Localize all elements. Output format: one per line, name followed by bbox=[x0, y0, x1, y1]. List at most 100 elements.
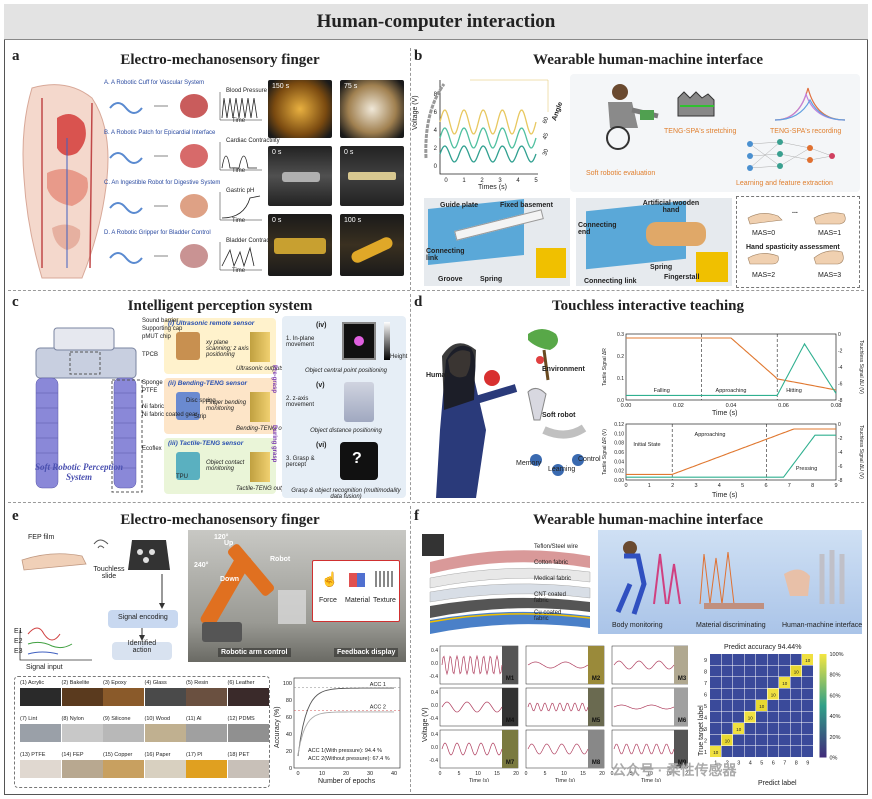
device-2-illustration bbox=[576, 198, 732, 286]
photo-actuator-1: 150 s bbox=[268, 80, 332, 138]
a-signal-4 bbox=[221, 246, 255, 268]
material-label-8: (8) Nylon bbox=[61, 716, 84, 722]
photo-time-1: 150 s bbox=[272, 83, 290, 90]
panel-b-title: Wearable human-machine interface bbox=[533, 52, 763, 68]
material-label-10: (10) Wood bbox=[144, 716, 171, 722]
grid-xtick-M9-1: 5 bbox=[630, 771, 633, 777]
acc-ytick-80: 80 bbox=[286, 698, 292, 704]
conf-cell-4-5 bbox=[756, 711, 767, 723]
row-separator-2 bbox=[8, 502, 864, 503]
conf-cell-6-9 bbox=[802, 688, 813, 700]
conf-colorbar-tick-1: 80% bbox=[830, 673, 841, 679]
conf-cell-2-2 bbox=[721, 734, 733, 746]
conf-cell-6-8 bbox=[790, 688, 802, 700]
conf-ytick-2: 2 bbox=[704, 738, 707, 744]
conf-value-3: 10 bbox=[736, 727, 742, 732]
force-icon: ☝ bbox=[321, 571, 339, 587]
d-chart1-xtick-1: 0.02 bbox=[673, 403, 684, 409]
d-chart2-phase-2: Pressing bbox=[796, 466, 817, 472]
b-finger-curve bbox=[424, 83, 446, 159]
material-swatch-10 bbox=[144, 724, 186, 742]
sensor-desc-3: Object contact monitoring bbox=[206, 460, 245, 472]
photo-actuator-3: 0 s bbox=[268, 146, 332, 206]
conf-colorbar-tick-2: 60% bbox=[830, 693, 841, 699]
b-plot-series-45 bbox=[439, 127, 537, 149]
result-step-3: 3. Grasp & percept bbox=[286, 456, 315, 468]
sensor-desc-2: Finger bending monitoring bbox=[206, 400, 247, 412]
soft-robot-illustration bbox=[35, 327, 143, 493]
flow-step-1: Soft robotic evaluation bbox=[586, 170, 656, 177]
conf-colorbar-tick-4: 20% bbox=[830, 735, 841, 741]
display-texture: Texture bbox=[373, 597, 396, 604]
b-plot-ylabel: Voltage (V) bbox=[412, 95, 419, 130]
acc2-curve bbox=[297, 711, 394, 755]
sensor-desc-1: xy plane scanning; z axis positioning bbox=[206, 340, 249, 358]
device2-connecting-link: Connecting link bbox=[584, 278, 637, 285]
conf-cell-5-6 bbox=[767, 700, 779, 711]
conf-cell-1-9 bbox=[802, 746, 813, 757]
conf-cell-2-5 bbox=[756, 734, 767, 746]
acc1-curve bbox=[297, 687, 394, 757]
grid-tag-M3: M3 bbox=[678, 676, 687, 682]
acc2-label: ACC 2 bbox=[370, 705, 386, 711]
result-id-1: (iv) bbox=[316, 322, 327, 329]
a-row-signal-2: Cardiac Contractility bbox=[226, 138, 280, 144]
d-chart2-phase-0: Initial State bbox=[633, 442, 660, 448]
e-label-robot-arm-control: Robotic arm control bbox=[218, 648, 291, 657]
d-chart1-yrtick-3: -6 bbox=[838, 382, 843, 388]
d-chart2-xtick-7: 7 bbox=[788, 483, 791, 489]
feedback-display-screen: ☝ Force Material Texture bbox=[312, 560, 400, 622]
material-icon bbox=[349, 573, 365, 587]
d-chart2-xtick-0: 0 bbox=[624, 483, 627, 489]
display-material: Material bbox=[345, 597, 370, 604]
b-plot-series-30 bbox=[439, 145, 537, 163]
conf-xtick-2: 2 bbox=[726, 761, 729, 767]
panel-e-letter: e bbox=[12, 508, 19, 524]
conf-cell-7-1 bbox=[710, 677, 721, 688]
a-row-label-3: C. An Ingestible Robot for Digestive Sys… bbox=[104, 180, 221, 186]
grid-swatch-M1 bbox=[502, 646, 518, 684]
conf-xtick-5: 5 bbox=[760, 761, 763, 767]
grid-xlabel-M8: Time (s) bbox=[555, 778, 575, 782]
conf-cell-8-4 bbox=[744, 665, 756, 677]
conf-cell-6-4 bbox=[744, 688, 756, 700]
grid-swatch-M5 bbox=[588, 688, 604, 726]
a-row-signal-3: Gastric pH bbox=[226, 188, 255, 194]
device1-fixed-basement: Fixed basement bbox=[500, 202, 553, 209]
grid-ytick-M1-1: 0.0 bbox=[431, 661, 438, 667]
b-plot-grid-plane bbox=[470, 79, 549, 112]
e-label-e2: E2 bbox=[14, 638, 23, 645]
material-label-15: (15) Copper bbox=[103, 752, 133, 758]
grid-xlabel-M7: Time (s) bbox=[469, 778, 489, 782]
conf-value-1: 10 bbox=[713, 750, 719, 755]
d-chart2-frame bbox=[625, 423, 837, 481]
conf-cell-7-3 bbox=[733, 677, 744, 688]
b-plot-axes bbox=[439, 80, 538, 175]
e-label-e3: E3 bbox=[14, 648, 23, 655]
result-caption-3: Grasp & object recognition (multimodalit… bbox=[291, 488, 401, 500]
a-axis-1 bbox=[219, 92, 262, 121]
conf-cell-6-5 bbox=[756, 688, 767, 700]
d-chart2-ylabel-right: Touchless Signal ΔU (V) bbox=[858, 425, 864, 479]
b-plot-xtick-2: 2 bbox=[480, 178, 484, 184]
e-label-up: Up bbox=[224, 540, 234, 547]
grid-xtick-M9-0: 0 bbox=[611, 771, 614, 777]
grid-signal-M6 bbox=[613, 704, 675, 710]
e-label-signal-encoding: Signal encoding bbox=[118, 614, 168, 621]
material-label-16: (16) Paper bbox=[144, 752, 171, 758]
material-label-1: (1) Acrylic bbox=[20, 680, 45, 686]
grid-xtick-M9-4: 20 bbox=[685, 771, 688, 777]
figure-title: Human-computer interaction bbox=[4, 4, 868, 40]
material-label-13: (13) PTFE bbox=[20, 752, 46, 758]
material-label-7: (7) Lint bbox=[20, 716, 38, 722]
conf-xtick-3: 3 bbox=[737, 761, 740, 767]
d-chart1-phase-0: Falling bbox=[654, 388, 670, 394]
material-swatch-14 bbox=[61, 760, 103, 778]
conf-cell-1-7 bbox=[779, 746, 790, 757]
b-plot-ytick-8: 8 bbox=[434, 92, 438, 98]
grid-signal-M5 bbox=[527, 702, 589, 712]
conf-colorbar-tick-0: 100% bbox=[830, 652, 844, 658]
material-swatch-7 bbox=[20, 724, 61, 742]
material-swatch-17 bbox=[186, 760, 227, 778]
conf-cell-3-5 bbox=[756, 723, 767, 734]
